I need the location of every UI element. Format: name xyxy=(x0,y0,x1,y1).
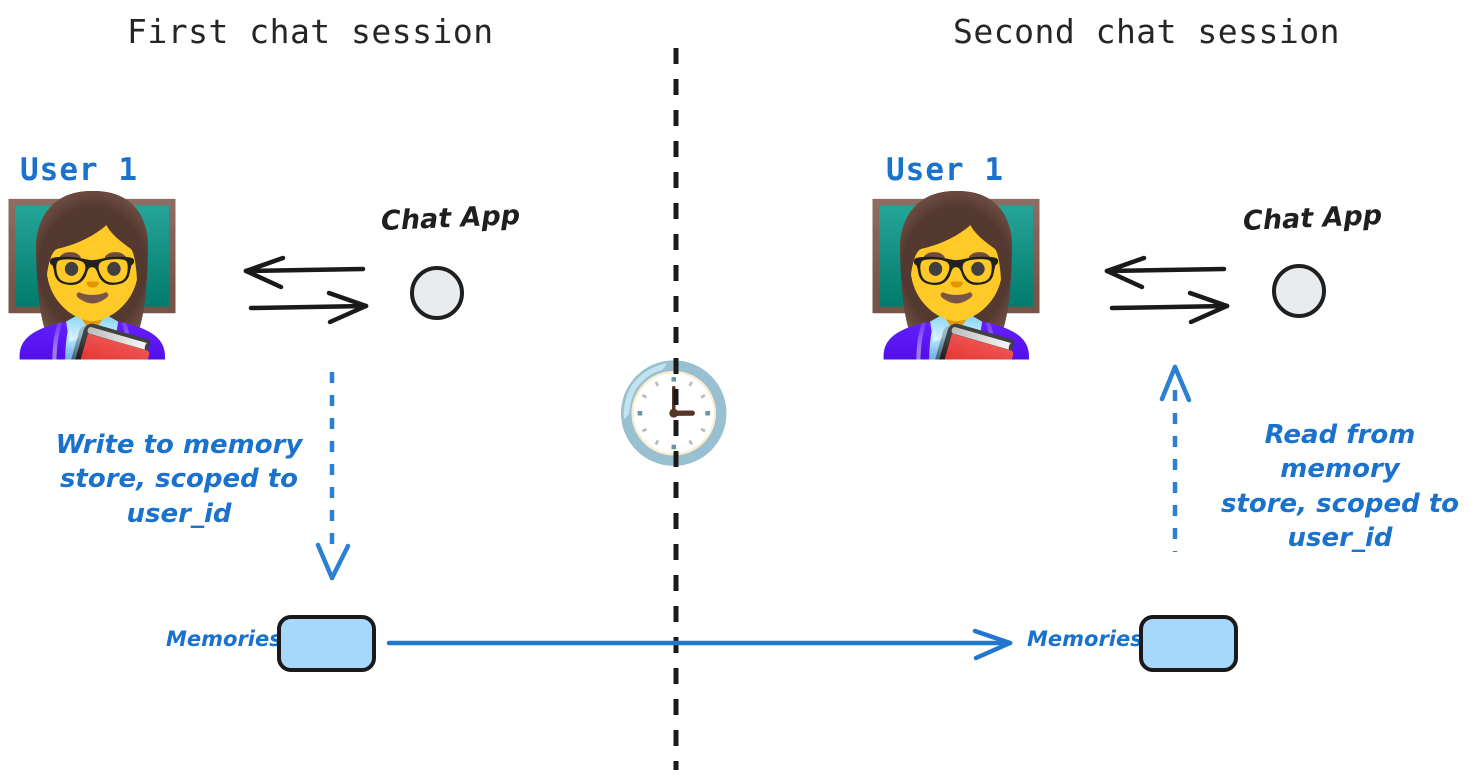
request-arrow-left-icon xyxy=(248,290,369,325)
chat-app-label-left: Chat App xyxy=(380,199,521,238)
response-arrow-left-icon xyxy=(243,255,366,290)
user-label-left: User 1 xyxy=(20,152,138,188)
memory-store-box-left xyxy=(277,615,376,672)
memory-store-box-right xyxy=(1139,615,1238,672)
session-title-first: First chat session xyxy=(127,12,494,51)
memories-label-right: Memories xyxy=(1027,627,1143,651)
response-arrow-right-icon xyxy=(1104,255,1227,290)
request-arrow-right-icon xyxy=(1109,290,1230,325)
woman-teacher-icon: 👩‍🏫 xyxy=(861,191,1051,361)
memories-label-left: Memories xyxy=(166,627,282,651)
chat-app-circle-icon xyxy=(410,266,464,320)
memory-transfer-arrow-icon xyxy=(386,628,1013,661)
user-label-right: User 1 xyxy=(886,152,1004,188)
chat-app-circle-icon xyxy=(1272,264,1326,318)
session-title-second: Second chat session xyxy=(953,12,1340,51)
annotation-read-from-memory: Read from memory store, scoped to user_i… xyxy=(1220,420,1460,553)
annotation-write-to-memory: Write to memory store, scoped to user_id xyxy=(55,430,303,529)
clock-icon: 🕒 xyxy=(614,360,734,467)
woman-teacher-icon: 👩‍🏫 xyxy=(0,191,187,361)
dashed-arrow-down-icon xyxy=(315,372,351,581)
dashed-arrow-up-icon xyxy=(1159,364,1192,552)
chat-app-label-right: Chat App xyxy=(1242,199,1383,238)
